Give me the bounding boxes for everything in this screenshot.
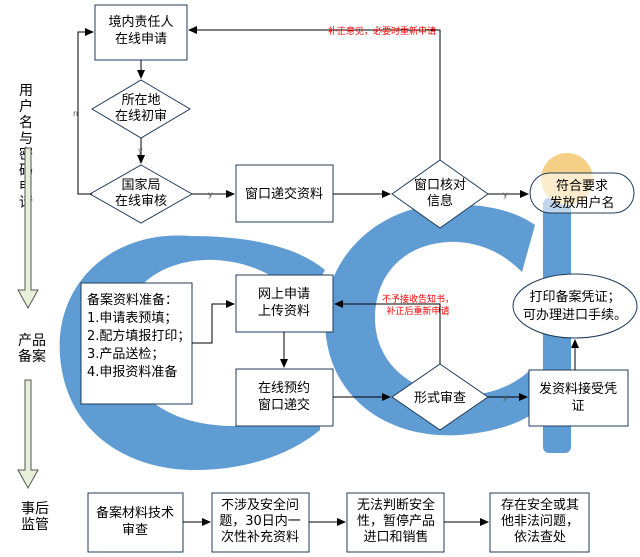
diamond-national-review [88, 164, 194, 224]
node-no-safety-issue-text-line: 次性补充资料 [221, 529, 299, 545]
diamond-national-review-text-line: 在线审核 [115, 194, 167, 209]
edge-label-yes-2: y [208, 190, 213, 199]
stage-label-post-supervision: 事后监管 [21, 501, 49, 533]
node-no-safety-issue-text-line: 题，30日内一 [219, 513, 301, 529]
node-tech-review-text-line: 备案材料技术 [96, 505, 174, 521]
node-safety-issue-text-line: 依法查处 [514, 530, 566, 545]
stage-arrow-2 [17, 379, 39, 490]
node-online-upload-text: 网上申请上传资料 [258, 287, 310, 319]
diamond-formal-review-text-line: 形式审查 [414, 391, 466, 406]
node-print-cert-text-line: 可办理进口手续。 [523, 308, 627, 323]
note-reject-notice-line: 不予接收告知书， [382, 293, 454, 305]
stage-label-user-registration-line: 用 [19, 83, 33, 99]
node-online-upload-text-line: 上传资料 [258, 304, 310, 319]
node-filing-prep-text-line: 3.产品送检； [87, 347, 164, 362]
node-cannot-judge-safety-text-line: 性，暂停产品 [357, 513, 435, 529]
note-reject-notice-line: 补正后重新申请 [386, 305, 449, 317]
stage-label-user-registration-line: 户 [19, 98, 33, 115]
stage-label-product-filing-line: 备案 [18, 348, 46, 365]
node-cannot-judge-safety-text-line: 无法判断安全 [357, 497, 435, 513]
node-print-cert-text-line: 打印备案凭证； [529, 289, 620, 305]
node-tech-review-text-line: 审查 [122, 523, 148, 538]
stage-product-filing: 产品备案 [18, 333, 46, 365]
node-print-cert-text: 打印备案凭证； 可办理进口手续。 [523, 289, 627, 323]
diamond-local-initial-review-text: 所在地在线初审 [115, 93, 167, 124]
node-window-submit-docs [235, 164, 334, 223]
stage-label-user-registration-line: 名 [19, 115, 33, 131]
node-online-appointment [235, 368, 334, 427]
node-safety-issue-text-line: 存在安全或其 [501, 497, 579, 513]
diamond-window-verify [391, 159, 489, 229]
node-online-appointment-text: 在线预约窗口递交 [258, 381, 310, 413]
node-safety-issue [489, 492, 590, 553]
node-domestic-rep-apply-text-line: 在线申请 [115, 32, 167, 47]
edge-verify-return [188, 26, 441, 160]
node-window-submit-docs-text: 窗口递交资料 [245, 186, 323, 202]
node-online-appointment-text-line: 在线预约 [258, 381, 310, 396]
node-filing-prep-text: 备案资料准备： 1.申请表预填； 2.配方填报打印； 3.产品送检； 4.申报资料准备 [87, 292, 190, 380]
note-resubmit-correction: 补正意见，必要时重新申请 [328, 25, 436, 37]
stage-label-post-supervision-line: 监管 [21, 517, 49, 533]
node-online-appointment-text-line: 窗口递交 [258, 397, 310, 413]
node-filing-prep [80, 282, 193, 405]
diamond-formal-review-text: 形式审查 [414, 391, 466, 406]
node-cannot-judge-safety [346, 492, 445, 553]
node-filing-prep-text-line: 2.配方填报打印； [87, 328, 190, 344]
stage-arrow-1 [17, 147, 39, 310]
node-receive-docs-cert-text: 发资料接受凭证 [539, 381, 617, 414]
edge-formal-reject-return [334, 300, 441, 364]
node-issue-username-text-line: 发放用户名 [549, 195, 614, 211]
node-issue-username-text: 符合要求发放用户名 [549, 178, 614, 211]
node-domestic-rep-apply-text-line: 境内责任人 [108, 14, 173, 30]
node-issue-username [529, 172, 635, 214]
node-issue-username-text-line: 符合要求 [556, 178, 608, 194]
node-no-safety-issue-text-line: 不涉及安全问 [221, 497, 299, 513]
node-receive-docs-cert [528, 369, 629, 427]
node-online-upload [235, 274, 334, 333]
edge-label-yes-4: y [503, 393, 508, 402]
edge-label-yes-1: y [138, 146, 143, 155]
node-no-safety-issue [211, 492, 310, 553]
diamond-local-initial-review-text-line: 在线初审 [115, 109, 167, 124]
edge-national-reject-loop [77, 28, 94, 195]
node-safety-issue-text: 存在安全或其他非法问题，依法查处 [501, 497, 579, 545]
node-print-cert [512, 273, 638, 339]
diamond-national-review-text: 国家局在线审核 [115, 177, 167, 209]
node-no-safety-issue-text: 不涉及安全问题，30日内一次性补充资料 [219, 497, 301, 545]
diamond-window-verify-text-line: 窗口核对 [414, 177, 466, 193]
node-safety-issue-text-line: 他非法问题， [501, 514, 579, 529]
diamond-window-verify-text: 窗口核对信息 [414, 177, 466, 209]
node-cannot-judge-safety-text: 无法判断安全性，暂停产品进口和销售 [357, 497, 435, 545]
node-receive-docs-cert-text-line: 发资料接受凭 [539, 381, 617, 397]
edge-prep-to-upload [192, 300, 235, 344]
stage-label-product-filing: 产品备案 [18, 333, 46, 365]
stage-label-post-supervision-line: 事后 [21, 501, 49, 517]
stage-post-supervision: 事后监管 [21, 501, 49, 533]
node-domestic-rep-apply-text: 境内责任人在线申请 [108, 14, 173, 47]
node-cannot-judge-safety-text-line: 进口和销售 [363, 529, 428, 545]
note-reject-notice: 不予接收告知书，补正后重新申请 [382, 293, 454, 317]
node-filing-prep-text-line: 1.申请表预填； [87, 311, 177, 326]
node-window-submit-docs-text-line: 窗口递交资料 [245, 186, 323, 202]
node-tech-review-text: 备案材料技术审查 [96, 505, 174, 538]
stage-label-product-filing-line: 产品 [18, 333, 46, 349]
stage-label-user-registration-line: 与 [19, 131, 33, 147]
diamond-national-review-text-line: 国家局 [121, 177, 160, 193]
diamond-window-verify-text-line: 信息 [427, 193, 453, 209]
edge-label-no: n [73, 109, 78, 118]
node-receive-docs-cert-text-line: 证 [571, 399, 584, 414]
edge-label-yes-3: y [503, 190, 508, 199]
node-online-upload-text-line: 网上申请 [258, 287, 310, 302]
diamond-local-initial-review-text-line: 所在地 [121, 93, 160, 108]
node-filing-prep-text-line: 备案资料准备： [87, 292, 178, 308]
diamond-formal-review [391, 363, 489, 431]
node-filing-prep-text-line: 4.申报资料准备 [87, 364, 177, 380]
